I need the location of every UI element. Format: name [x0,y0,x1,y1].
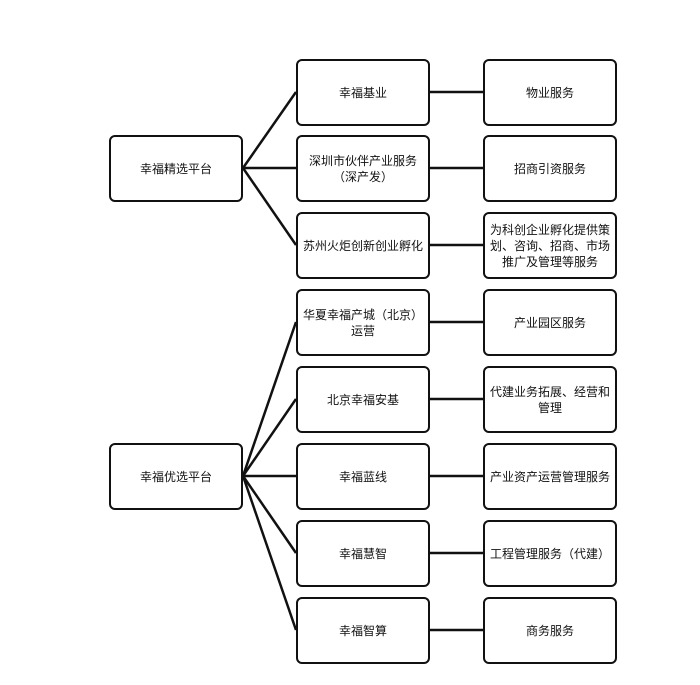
platform-label: 幸福精选平台 [139,161,212,176]
platform-label: 幸福优选平台 [139,469,212,484]
service-label: 招商引资服务 [513,161,586,176]
service-box: 工程管理服务（代建） [483,520,617,587]
service-label: 商务服务 [525,623,574,638]
company-label: 北京幸福安基 [326,392,399,407]
company-box: 北京幸福安基 [296,366,430,433]
company-box: 深圳市伙伴产业服务 （深产发） [296,135,430,202]
service-box: 代建业务拓展、经营和 管理 [483,366,617,433]
service-box: 产业园区服务 [483,289,617,356]
service-label: 为科创企业孵化提供策 划、咨询、招商、市场 推广及管理等服务 [489,222,610,269]
company-box: 华夏幸福产城（北京） 运营 [296,289,430,356]
platform-box-jingxuan: 幸福精选平台 [109,135,243,202]
service-label: 物业服务 [525,85,574,100]
company-box: 幸福蓝线 [296,443,430,510]
company-box: 幸福基业 [296,59,430,126]
service-label: 工程管理服务（代建） [489,546,610,561]
company-label: 幸福慧智 [338,546,387,561]
service-box: 为科创企业孵化提供策 划、咨询、招商、市场 推广及管理等服务 [483,212,617,279]
company-label: 幸福智算 [338,623,387,638]
service-label: 产业园区服务 [513,315,586,330]
service-box: 物业服务 [483,59,617,126]
company-label: 苏州火炬创新创业孵化 [302,238,423,253]
company-label: 幸福蓝线 [338,469,387,484]
platform-box-youxuan: 幸福优选平台 [109,443,243,510]
company-box: 苏州火炬创新创业孵化 [296,212,430,279]
service-box: 产业资产运营管理服务 [483,443,617,510]
service-label: 代建业务拓展、经营和 管理 [489,384,610,415]
service-box: 商务服务 [483,597,617,664]
company-label: 华夏幸福产城（北京） 运营 [302,307,423,338]
company-label: 深圳市伙伴产业服务 （深产发） [308,153,417,184]
service-label: 产业资产运营管理服务 [489,469,610,484]
company-box: 幸福慧智 [296,520,430,587]
company-label: 幸福基业 [338,85,387,100]
company-box: 幸福智算 [296,597,430,664]
service-box: 招商引资服务 [483,135,617,202]
